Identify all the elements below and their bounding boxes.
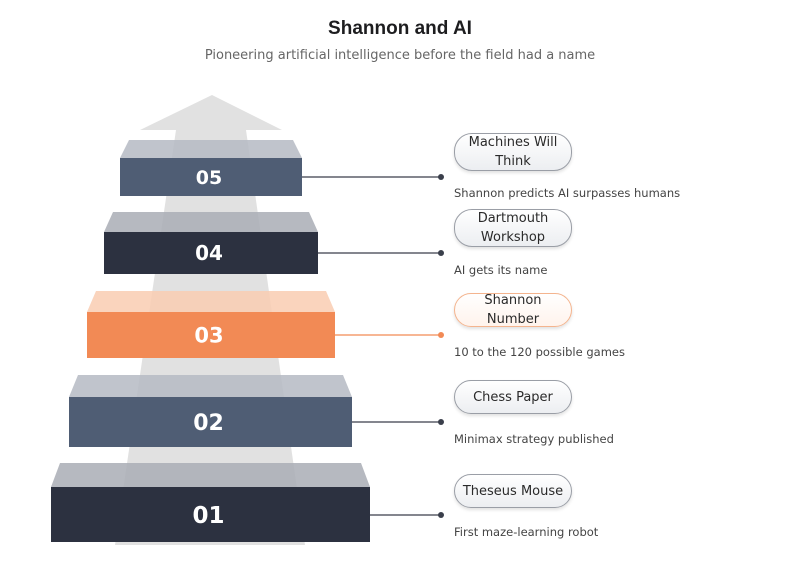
- connector-dot: [438, 332, 444, 338]
- step-description: AI gets its name: [454, 263, 548, 277]
- connector-dot: [438, 250, 444, 256]
- step-title-pill: Theseus Mouse: [454, 474, 572, 508]
- step-front-face: [51, 487, 370, 542]
- step-number: 03: [194, 324, 223, 348]
- connector-dot: [438, 174, 444, 180]
- step-description: First maze-learning robot: [454, 525, 599, 539]
- step-description: Shannon predicts AI surpasses humans: [454, 186, 681, 200]
- step-number: 02: [193, 411, 224, 436]
- step-title-pill: Chess Paper: [454, 380, 572, 414]
- step-top-face: [104, 212, 318, 232]
- step-01: 01: [51, 463, 444, 542]
- step-front-face: [120, 158, 302, 196]
- step-front-face: [87, 312, 335, 358]
- step-front-face: [69, 397, 352, 447]
- page-subtitle: Pioneering artificial intelligence befor…: [204, 48, 596, 63]
- step-front-face: [104, 232, 318, 274]
- step-02: 02: [69, 375, 444, 447]
- connector-dot: [438, 419, 444, 425]
- step-top-face: [51, 463, 370, 487]
- step-05: 05: [120, 140, 444, 196]
- step-title-pill: Machines Will Think: [454, 133, 572, 171]
- connector-dot: [438, 512, 444, 518]
- step-title-pill: Shannon Number: [454, 293, 572, 327]
- step-number: 01: [192, 503, 224, 529]
- step-number: 05: [196, 167, 222, 189]
- step-04: 04: [104, 212, 444, 274]
- step-top-face: [120, 140, 302, 158]
- step-title-pill: Dartmouth Workshop: [454, 209, 572, 247]
- step-top-face: [69, 375, 352, 397]
- step-description: Minimax strategy published: [454, 432, 614, 446]
- step-top-face: [87, 291, 335, 312]
- steps-layer: 05 04 03 02 01: [51, 140, 444, 542]
- step-description: 10 to the 120 possible games: [454, 345, 625, 359]
- step-number: 04: [195, 241, 223, 265]
- step-03: 03: [87, 291, 444, 358]
- page-title: Shannon and AI: [328, 18, 472, 39]
